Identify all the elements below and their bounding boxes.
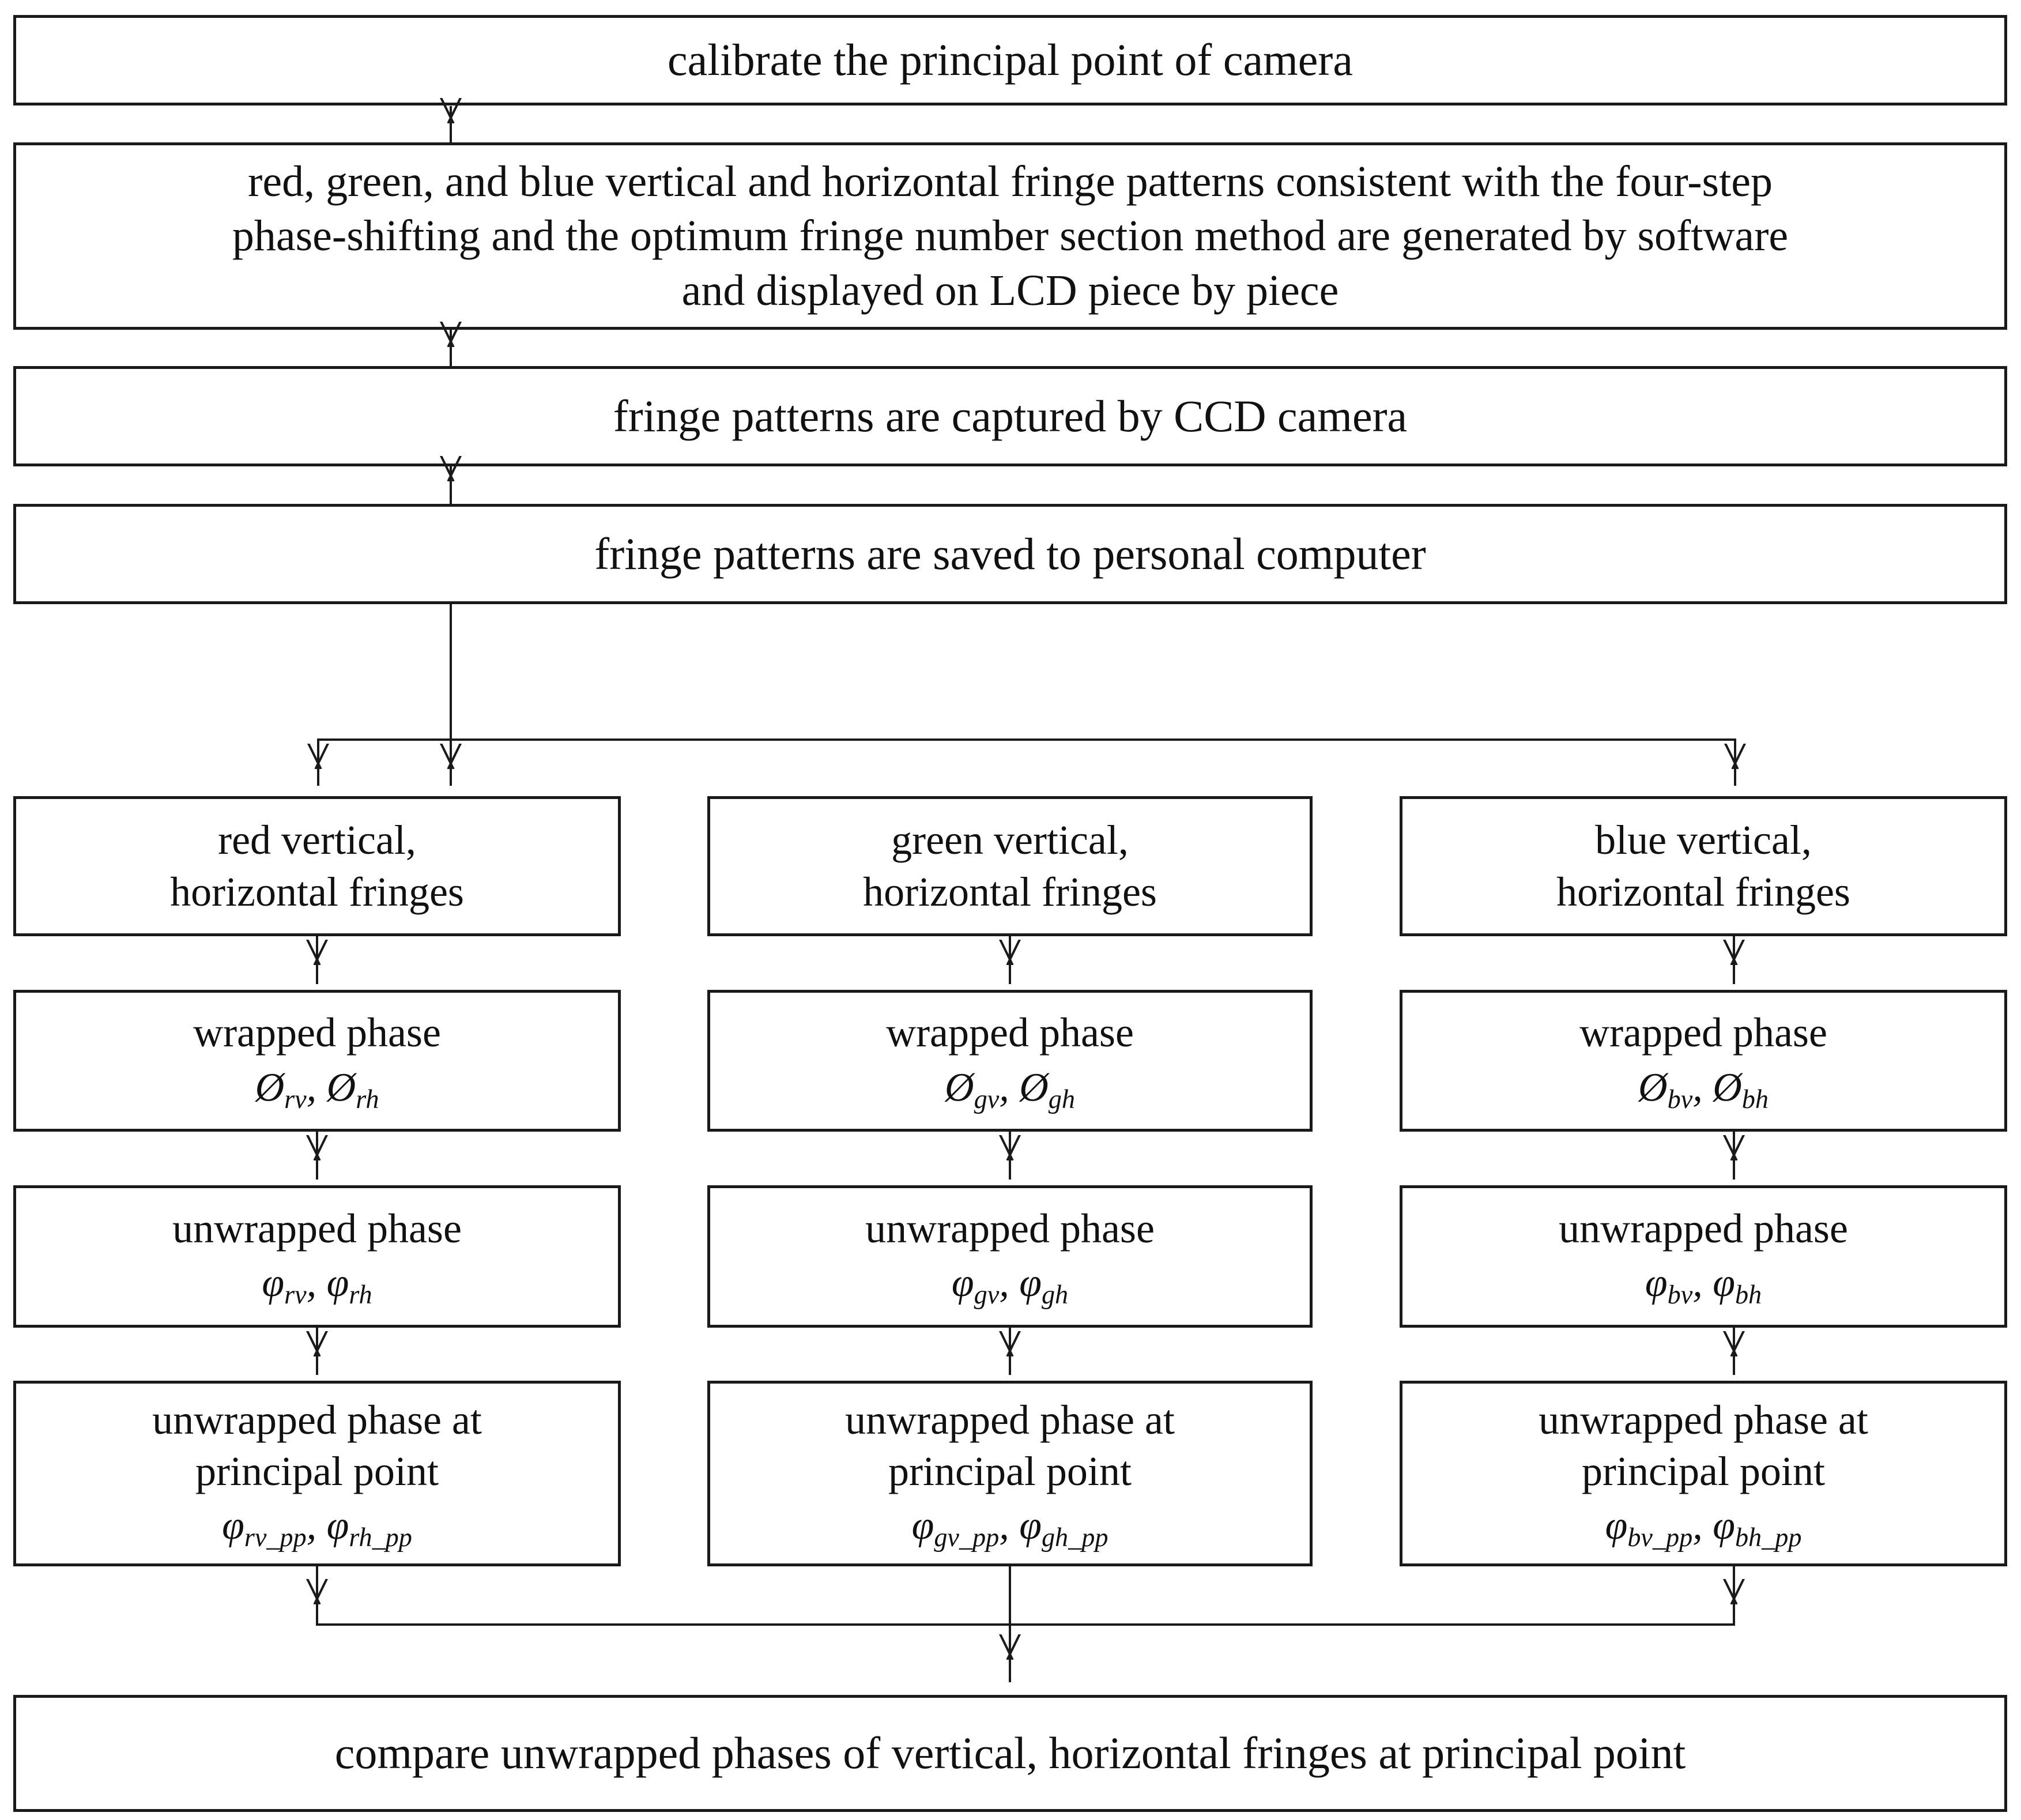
node-blue-unwrapped-at-pp-symbols: φbv_pp, φbh_pp bbox=[1605, 1504, 1802, 1553]
node-green-wrapped-phase-symbols: Øgv, Øgh bbox=[945, 1065, 1075, 1114]
node-green-wrapped-phase: wrapped phase Øgv, Øgh bbox=[707, 989, 1313, 1132]
node-green-unwrapped-at-pp-label: unwrapped phase at principal point bbox=[845, 1396, 1175, 1495]
node-red-unwrapped-phase: unwrapped phase φrv, φrh bbox=[13, 1185, 621, 1328]
node-red-unwrapped-phase-label: unwrapped phase bbox=[172, 1205, 462, 1252]
arrowhead-down-icon bbox=[1722, 744, 1748, 769]
arrowhead-down-icon bbox=[438, 456, 464, 481]
node-calibrate-label: calibrate the principal point of camera bbox=[668, 35, 1353, 85]
arrowhead-down-icon bbox=[1721, 1579, 1747, 1604]
arrowhead-down-icon bbox=[997, 1331, 1023, 1356]
node-compare-phases: compare unwrapped phases of vertical, ho… bbox=[13, 1694, 2007, 1813]
node-blue-unwrapped-phase-symbols: φbv, φbh bbox=[1645, 1260, 1762, 1309]
node-green-unwrapped-phase: unwrapped phase φgv, φgh bbox=[707, 1185, 1313, 1328]
node-blue-wrapped-phase: wrapped phase Øbv, Øbh bbox=[1400, 989, 2007, 1132]
node-generate-patterns: red, green, and blue vertical and horizo… bbox=[13, 142, 2007, 330]
node-green-fringes-label: green vertical, horizontal fringes bbox=[863, 817, 1157, 915]
node-blue-wrapped-phase-label: wrapped phase bbox=[1579, 1009, 1827, 1056]
node-blue-fringes: blue vertical, horizontal fringes bbox=[1400, 796, 2007, 936]
arrowhead-down-icon bbox=[304, 940, 330, 965]
node-blue-fringes-label: blue vertical, horizontal fringes bbox=[1556, 817, 1850, 915]
arrowhead-down-icon bbox=[1721, 1135, 1747, 1160]
arrowhead-down-icon bbox=[438, 322, 464, 347]
node-green-unwrapped-at-pp-symbols: φgv_pp, φgh_pp bbox=[911, 1504, 1108, 1553]
node-red-fringes-label: red vertical, horizontal fringes bbox=[170, 817, 464, 915]
arrowhead-down-icon bbox=[997, 1634, 1023, 1660]
arrowhead-down-icon bbox=[997, 940, 1023, 965]
node-calibrate: calibrate the principal point of camera bbox=[13, 14, 2007, 106]
arrowhead-down-icon bbox=[304, 1579, 330, 1604]
node-save-pc: fringe patterns are saved to personal co… bbox=[13, 504, 2007, 604]
node-green-wrapped-phase-label: wrapped phase bbox=[886, 1009, 1134, 1056]
node-green-unwrapped-at-pp: unwrapped phase at principal point φgv_p… bbox=[707, 1381, 1313, 1566]
node-save-pc-label: fringe patterns are saved to personal co… bbox=[594, 528, 1426, 579]
node-green-unwrapped-phase-label: unwrapped phase bbox=[865, 1205, 1155, 1252]
arrowhead-down-icon bbox=[438, 744, 464, 769]
arrowhead-down-icon bbox=[304, 1331, 330, 1356]
node-blue-unwrapped-phase: unwrapped phase φbv, φbh bbox=[1400, 1185, 2007, 1328]
node-red-wrapped-phase-label: wrapped phase bbox=[193, 1009, 441, 1056]
node-red-wrapped-phase-symbols: Ørv, Ørh bbox=[255, 1065, 379, 1114]
node-red-fringes: red vertical, horizontal fringes bbox=[13, 796, 621, 936]
node-blue-unwrapped-at-pp-label: unwrapped phase at principal point bbox=[1539, 1396, 1868, 1495]
connector-save-to-split bbox=[450, 604, 452, 741]
connector-calibrate-to-generate bbox=[450, 105, 452, 142]
node-blue-unwrapped-phase-label: unwrapped phase bbox=[1559, 1205, 1848, 1252]
node-generate-patterns-label: red, green, and blue vertical and horizo… bbox=[232, 157, 1789, 315]
arrowhead-down-icon bbox=[438, 98, 464, 123]
split-bus-horizontal bbox=[317, 738, 1735, 741]
node-blue-wrapped-phase-symbols: Øbv, Øbh bbox=[1638, 1065, 1769, 1114]
node-green-fringes: green vertical, horizontal fringes bbox=[707, 796, 1313, 936]
merge-center-drop bbox=[1009, 1566, 1011, 1683]
arrowhead-down-icon bbox=[305, 744, 331, 769]
node-capture-ccd: fringe patterns are captured by CCD came… bbox=[13, 366, 2007, 466]
node-red-unwrapped-at-pp: unwrapped phase at principal point φrv_p… bbox=[13, 1381, 621, 1566]
arrowhead-down-icon bbox=[1721, 1331, 1747, 1356]
arrowhead-down-icon bbox=[997, 1135, 1023, 1160]
connector-generate-to-capture bbox=[450, 330, 452, 367]
node-blue-unwrapped-at-pp: unwrapped phase at principal point φbv_p… bbox=[1400, 1381, 2007, 1566]
node-capture-ccd-label: fringe patterns are captured by CCD came… bbox=[613, 390, 1408, 441]
node-red-wrapped-phase: wrapped phase Ørv, Ørh bbox=[13, 989, 621, 1132]
connector-capture-to-save bbox=[450, 466, 452, 504]
node-green-unwrapped-phase-symbols: φgv, φgh bbox=[951, 1260, 1069, 1309]
node-compare-phases-label: compare unwrapped phases of vertical, ho… bbox=[334, 1728, 1686, 1778]
node-red-unwrapped-phase-symbols: φrv, φrh bbox=[262, 1260, 372, 1309]
node-red-unwrapped-at-pp-symbols: φrv_pp, φrh_pp bbox=[222, 1504, 412, 1553]
merge-bus-horizontal bbox=[316, 1623, 1735, 1626]
arrowhead-down-icon bbox=[1721, 940, 1747, 965]
node-red-unwrapped-at-pp-label: unwrapped phase at principal point bbox=[152, 1396, 482, 1495]
arrowhead-down-icon bbox=[304, 1135, 330, 1160]
